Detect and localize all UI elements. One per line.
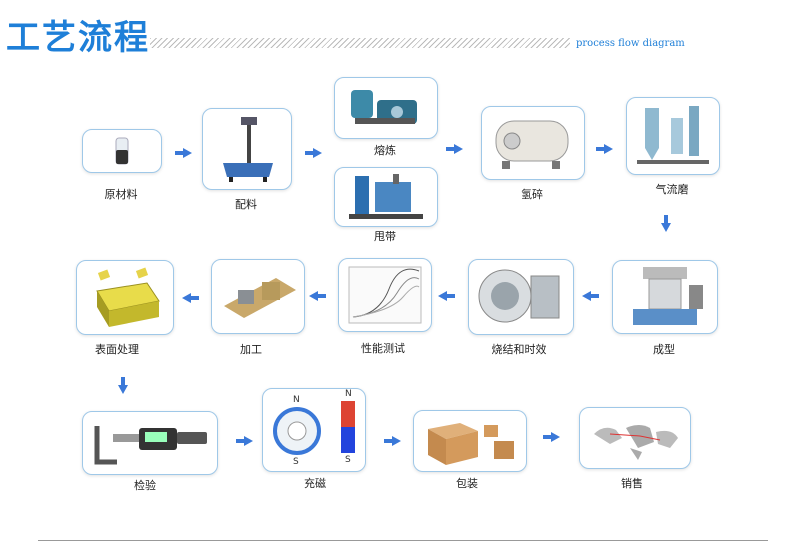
- smelting-furnace-icon: [351, 90, 417, 124]
- step-molding-label: 成型: [653, 343, 675, 356]
- step-inspection-label: 检验: [134, 479, 156, 492]
- step-packaging-label: 包装: [456, 477, 478, 490]
- step-performance-test-label: 性能测试: [361, 342, 405, 355]
- step-performance-test: [338, 258, 432, 332]
- step-raw-material: [82, 129, 162, 173]
- step-hydrogen-label: 氢碎: [521, 188, 543, 201]
- press-machine-icon: [633, 267, 703, 325]
- jet-mill-icon: [637, 106, 709, 164]
- step-magnetizing-label: 充磁: [304, 477, 326, 490]
- cardboard-box-icon: [428, 423, 514, 465]
- step-sales: [579, 407, 691, 469]
- step-strip-casting: [334, 167, 438, 227]
- step-molding: [612, 260, 718, 334]
- page-subtitle: process flow diagram: [576, 38, 685, 49]
- page-title: 工艺流程: [6, 18, 150, 58]
- step-strip-casting-label: 甩带: [374, 230, 396, 243]
- pole-north-label: N: [345, 389, 352, 399]
- arrow-left-icon: [438, 291, 455, 301]
- arrow-left-icon: [309, 291, 326, 301]
- arrow-right-icon: [446, 144, 463, 154]
- arrow-left-icon: [182, 293, 199, 303]
- pole-south-label: S: [345, 455, 351, 465]
- arrow-down-icon: [661, 215, 671, 232]
- step-machining-label: 加工: [240, 343, 262, 356]
- step-sintering-label: 烧结和时效: [491, 343, 547, 356]
- arrow-right-icon: [543, 432, 560, 442]
- micrometer-icon: [94, 426, 207, 465]
- step-smelting: [334, 77, 438, 139]
- step-surface-label: 表面处理: [95, 343, 139, 356]
- arrow-right-icon: [596, 144, 613, 154]
- arrow-right-icon: [305, 148, 322, 158]
- pole-north-label: N: [293, 395, 300, 405]
- vacuum-sintering-furnace-icon: [478, 269, 560, 323]
- step-sales-label: 销售: [621, 477, 643, 490]
- step-inspection: [82, 411, 218, 475]
- step-jet-milling-label: 气流磨: [655, 183, 689, 196]
- footer-divider: [38, 540, 768, 541]
- scale-icon: [223, 117, 273, 182]
- arrow-right-icon: [175, 148, 192, 158]
- arrow-right-icon: [236, 436, 253, 446]
- header-stripe: [150, 38, 570, 48]
- magnet-block-icon: [224, 278, 296, 318]
- step-sintering-aging: [468, 259, 574, 335]
- step-packaging: [413, 410, 527, 472]
- step-batching-label: 配料: [235, 198, 257, 211]
- step-smelting-label: 熔炼: [374, 144, 396, 157]
- arrow-left-icon: [582, 291, 599, 301]
- step-jet-milling: [626, 97, 720, 175]
- arrow-right-icon: [384, 436, 401, 446]
- strip-casting-machine-icon: [349, 174, 423, 219]
- hydrogen-furnace-icon: [495, 120, 569, 169]
- coated-magnet-icon: [96, 267, 160, 327]
- step-surface-treatment: [76, 260, 174, 335]
- powder-jar-icon: [115, 137, 129, 165]
- pole-south-label: S: [293, 457, 299, 467]
- step-magnetizing: N S N S: [262, 388, 366, 472]
- magnet-poles-icon: [273, 401, 355, 455]
- test-curve-chart-icon: [348, 266, 422, 324]
- world-map-icon: [594, 425, 678, 460]
- step-batching: [202, 108, 292, 190]
- step-raw-material-label: 原材料: [104, 188, 138, 201]
- step-machining: [211, 259, 305, 334]
- step-hydrogen-decrepitation: [481, 106, 585, 180]
- arrow-down-icon: [118, 377, 128, 394]
